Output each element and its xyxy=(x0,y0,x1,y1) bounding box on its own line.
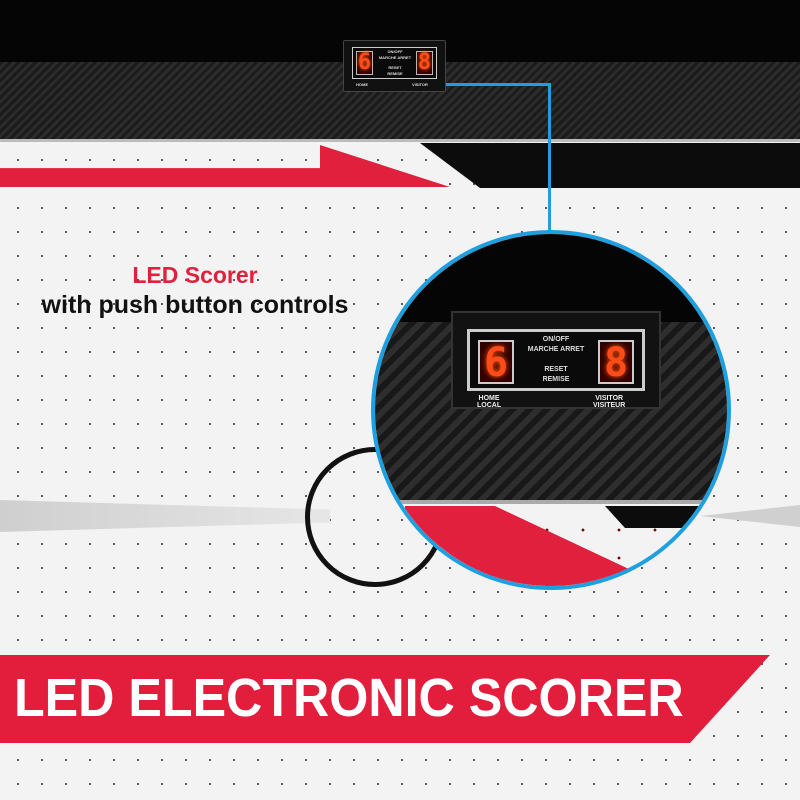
marche-arret-label: MARCHE ARRET xyxy=(378,55,412,60)
reset-label: RESET xyxy=(388,65,402,70)
home-label: HOME xyxy=(356,82,368,87)
caption-title: LED Scorer xyxy=(132,262,258,288)
visitor-label: VISITOR xyxy=(412,82,428,87)
on-off-button-label: ON/OFF xyxy=(542,336,570,343)
visitor-score: 8 xyxy=(416,50,433,75)
home-score-zoomed: 6 xyxy=(478,340,514,384)
remise-label: REMISE xyxy=(387,71,403,76)
feature-caption: LED Scorer with push button controls xyxy=(0,262,390,320)
black-stripe-graphic xyxy=(420,143,800,188)
feature-banner: LED ELECTRONIC SCORER xyxy=(0,655,770,743)
caption-subtitle: with push button controls xyxy=(41,291,349,319)
visitor-score-zoomed: 8 xyxy=(598,340,634,384)
led-scorer-zoomed: 6 8 ON/OFF MARCHE ARRET RESET REMISE HOM… xyxy=(451,311,661,409)
banner-text: LED ELECTRONIC SCORER xyxy=(14,668,684,728)
led-scorer-small: 6 8 ON/OFF MARCHE ARRET RESET REMISE HOM… xyxy=(343,40,446,92)
marche-arret-button-label: MARCHE ARRET xyxy=(527,346,585,353)
remise-button-label: REMISE xyxy=(542,376,570,383)
magnified-scorer-callout: 6 8 ON/OFF MARCHE ARRET RESET REMISE HOM… xyxy=(371,230,731,590)
home-score: 6 xyxy=(356,50,373,75)
on-off-label: ON/OFF xyxy=(387,49,403,54)
callout-connector-line xyxy=(446,83,551,233)
reset-button-label: RESET xyxy=(544,366,568,373)
